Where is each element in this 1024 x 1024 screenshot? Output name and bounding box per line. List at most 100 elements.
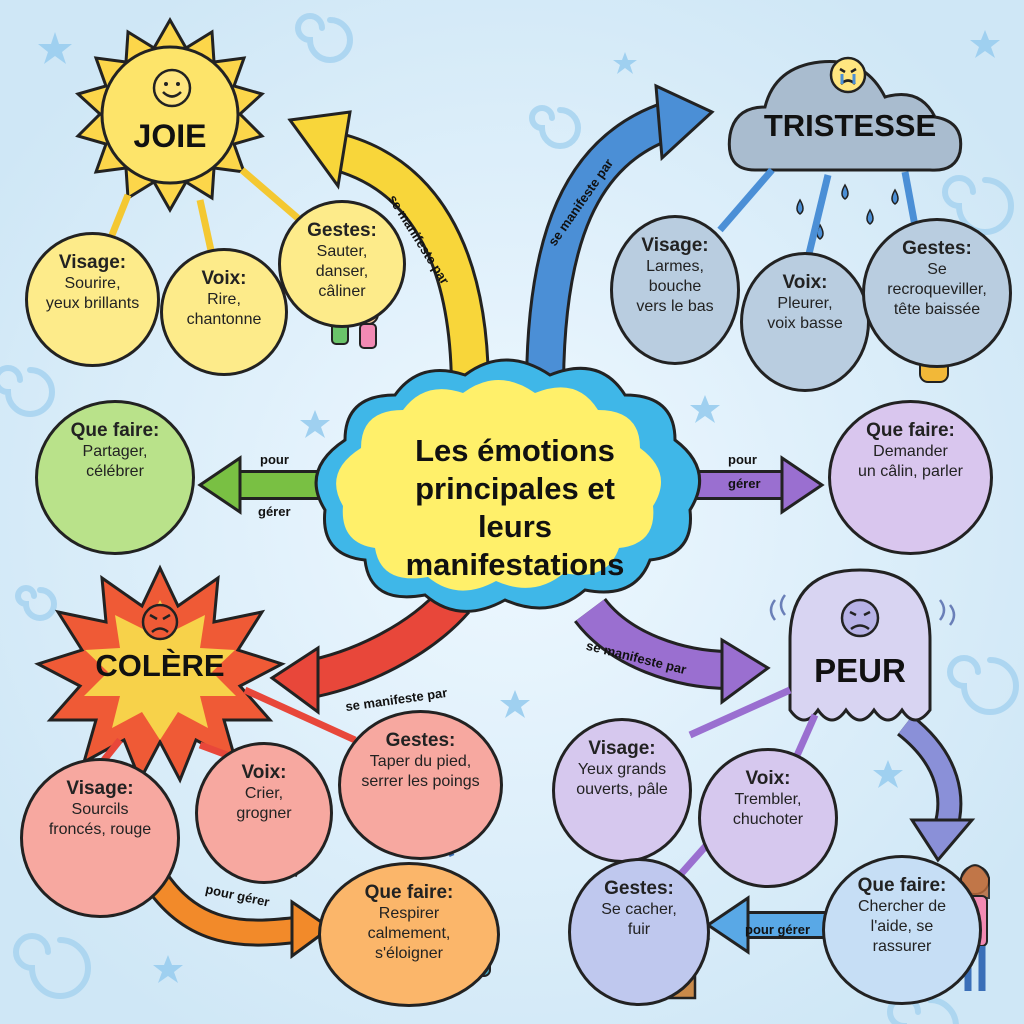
bubble-text: Respirer [378,905,440,922]
peur-gestes-bubble: Gestes: Se cacher, fuir [568,858,710,1006]
bubble-text: Larmes, [646,258,704,275]
emotion-name-joie: JOIE [133,118,207,154]
peur-arrow [576,599,731,687]
colere-gestes-bubble: Gestes: Taper du pied, serrer les poings [338,710,503,860]
bubble-title: Visage: [641,235,709,256]
bubble-title: Voix: [201,268,247,289]
bubble-text: calmement, [367,925,451,942]
peur-manage-arrow-head [705,895,750,955]
joie-manage-arrow-head [197,455,242,515]
bubble-text: yeux brillants [45,295,140,312]
bubble-text: un câlin, parler [858,463,963,480]
bubble-text: s'éloigner [375,945,443,962]
peur-visage-bubble: Visage: Yeux grands ouverts, pâle [552,718,692,863]
bubble-title: Gestes: [902,238,972,259]
central-title-line-2: principales et leurs [415,471,615,544]
connector-line [901,171,919,227]
connector-line [791,713,819,762]
ghost-icon [788,568,932,722]
bubble-text: danser, [315,263,369,280]
joie-manage-label-2: gérer [258,504,291,519]
bubble-text: chantonne [186,311,262,328]
bubble-title: Voix: [241,762,287,783]
joie-voix-bubble: Voix: Rire, chantonne [160,248,288,376]
bubble-text: vers le bas [636,298,714,315]
swirl-icon [0,13,1019,1024]
bubble-text: rassurer [872,938,932,955]
explosion-icon [34,564,286,784]
scared-face-icon [840,598,880,638]
shiver-marks [938,599,956,626]
bubble-title: Gestes: [604,878,674,899]
bubble-text: Crier, [244,785,284,802]
bubble-title: Gestes: [307,220,377,241]
bubble-title: Que faire: [70,420,160,441]
connector-line [106,193,132,242]
emotion-name-peur: PEUR [814,652,906,689]
colere-voix-bubble: Voix: Crier, grogner [195,742,333,884]
angry-face-icon [141,603,179,641]
connector-line [243,686,357,744]
star-icon [38,30,1000,983]
connector-line [196,199,216,256]
central-cloud [314,358,702,613]
bubble-text: chuchoter [732,811,804,828]
joie-visage-bubble: Visage: Sourire, yeux brillants [25,232,160,367]
joie-que-faire-bubble: Que faire: Partager, célébrer [35,400,195,555]
colere-arrow [301,588,468,697]
peur-arrow-head [720,637,771,705]
bubble-text: Sourcils [71,801,129,818]
tristesse-manage-arrow-head [780,455,825,515]
connector-line [804,174,832,259]
bubble-text: ouverts, pâle [576,781,668,798]
bubble-text: bouche [648,278,702,295]
tristesse-que-faire-bubble: Que faire: Demander un câlin, parler [828,400,993,555]
colere-visage-bubble: Visage: Sourcils froncés, rouge [20,758,180,918]
bubble-title: Que faire: [866,420,955,441]
connector-line [717,167,775,233]
bubble-text: Partager, [82,443,148,460]
bubble-text: l'aide, se [870,918,934,935]
bubble-text: serrer les poings [361,773,480,790]
bubble-text: recroqueviller, [887,281,987,298]
tristesse-visage-bubble: Visage: Larmes, bouche vers le bas [610,215,740,365]
bubble-text: célébrer [86,463,144,480]
bubble-text: Yeux grands [577,761,667,778]
raindrop-icon [796,183,899,240]
tristesse-voix-bubble: Voix: Pleurer, voix basse [740,252,870,392]
tristesse-manage-label-1: pour [728,452,757,467]
bubble-title: Visage: [58,252,127,273]
bubble-title: Voix: [782,272,828,293]
bubble-text: Sourire, [64,275,121,292]
joie-gestes-bubble: Gestes: Sauter, danser, câliner [278,200,406,328]
peur-manage-label: pour gérer [745,922,811,937]
smiley-icon [152,68,192,108]
bubble-title: Gestes: [385,730,456,751]
peur-voix-bubble: Voix: Trembler, chuchoter [698,748,838,888]
bubble-text: Se [927,261,947,278]
bubble-text: Chercher de [857,898,947,915]
central-title: Les émotions principales et leurs manife… [380,432,650,584]
joie-arrow [325,133,487,391]
tristesse-manage-label-2: gérer [728,476,761,491]
bubble-text: Trembler, [734,791,802,808]
central-title-line-3: manifestations [405,547,625,582]
colere-manage-arrow [140,864,297,944]
bubble-text: Pleurer, [777,295,833,312]
central-title-line-1: Les émotions [415,433,615,468]
bubble-title: Visage: [66,778,134,799]
bubble-title: Que faire: [364,882,454,903]
emotion-name-colere: COLÈRE [95,648,225,683]
connector-line [239,167,303,223]
bubble-text: voix basse [767,315,843,332]
shiver-marks [769,594,787,621]
colere-manage-arrow-head [290,899,333,959]
bubble-text: Rire, [207,291,241,308]
bubble-text: Taper du pied, [369,753,472,770]
bubble-title: Que faire: [857,875,947,896]
bubble-title: Visage: [588,738,656,759]
sun-icon [74,16,266,214]
emotion-name-tristesse: TRISTESSE [763,108,937,143]
bubble-text: Se cacher, [601,901,677,918]
